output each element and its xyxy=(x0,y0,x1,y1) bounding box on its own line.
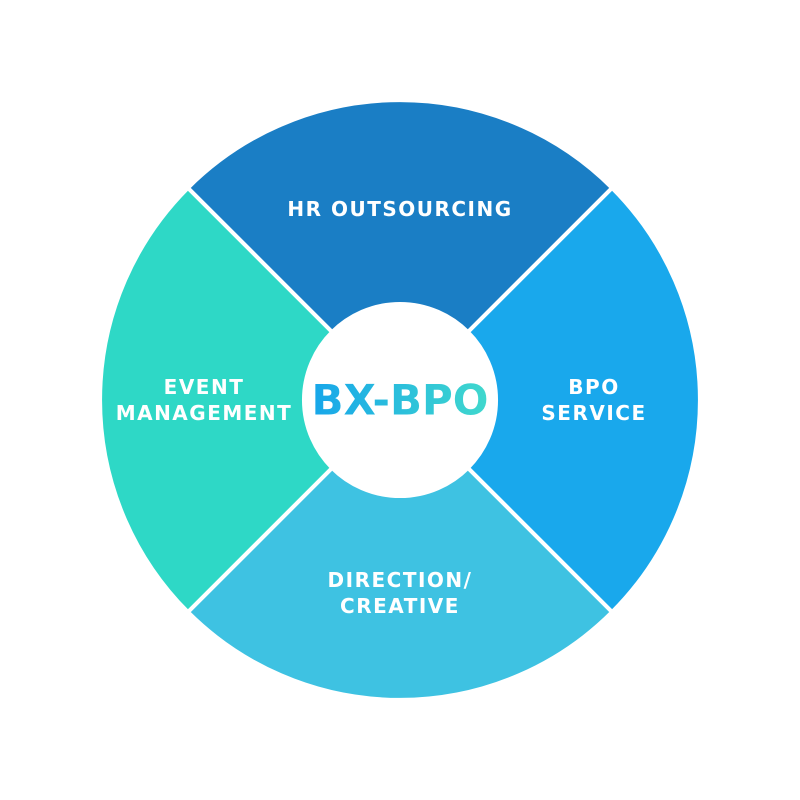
label-line: CREATIVE xyxy=(340,594,460,618)
label-event-management: EVENT MANAGEMENT xyxy=(116,374,293,426)
label-line: DIRECTION/ xyxy=(327,568,473,592)
label-line: BPO xyxy=(568,375,620,399)
label-line: MANAGEMENT xyxy=(115,401,293,425)
center-circle xyxy=(304,304,496,496)
label-direction-creative: DIRECTION/ CREATIVE xyxy=(328,567,473,619)
label-bpo-service: BPO SERVICE xyxy=(541,374,646,426)
label-line: SERVICE xyxy=(541,401,647,425)
label-hr-outsourcing: HR OUTSOURCING xyxy=(287,197,513,221)
label-line: EVENT xyxy=(163,375,245,399)
center-label: BX-BPO xyxy=(311,375,489,425)
